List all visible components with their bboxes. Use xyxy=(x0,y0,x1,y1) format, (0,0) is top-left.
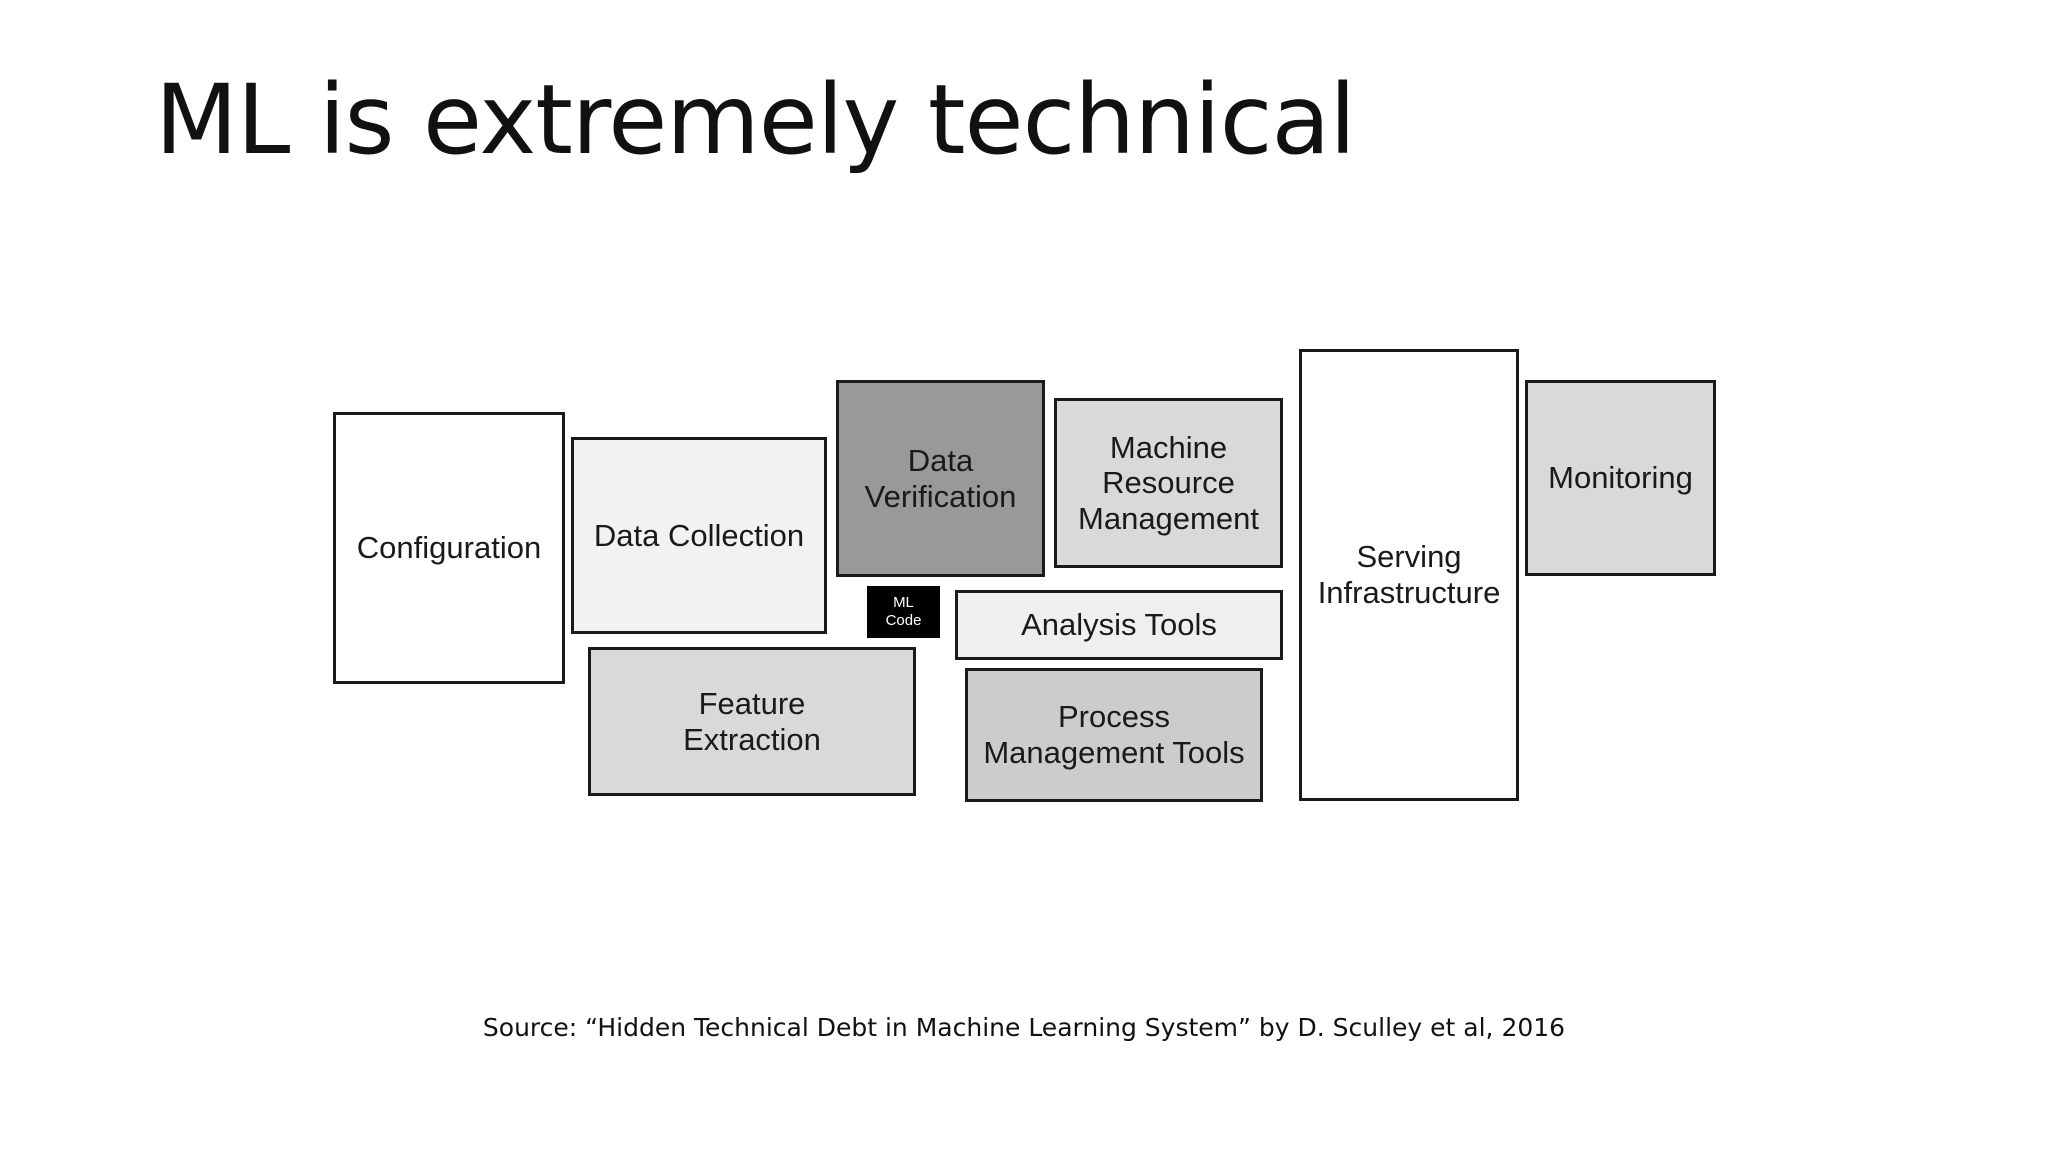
process-management-tools-box: Process Management Tools xyxy=(965,668,1263,802)
monitoring-box: Monitoring xyxy=(1525,380,1716,576)
ml-code-box: ML Code xyxy=(867,586,940,638)
slide-title: ML is extremely technical xyxy=(155,64,1356,176)
machine-resource-management-box: Machine Resource Management xyxy=(1054,398,1283,568)
analysis-tools-box: Analysis Tools xyxy=(955,590,1283,660)
serving-infrastructure-box: Serving Infrastructure xyxy=(1299,349,1519,801)
source-caption: Source: “Hidden Technical Debt in Machin… xyxy=(482,1013,1566,1042)
data-verification-box: Data Verification xyxy=(836,380,1045,577)
configuration-box: Configuration xyxy=(333,412,565,684)
data-collection-box: Data Collection xyxy=(571,437,827,634)
feature-extraction-box: Feature Extraction xyxy=(588,647,916,796)
